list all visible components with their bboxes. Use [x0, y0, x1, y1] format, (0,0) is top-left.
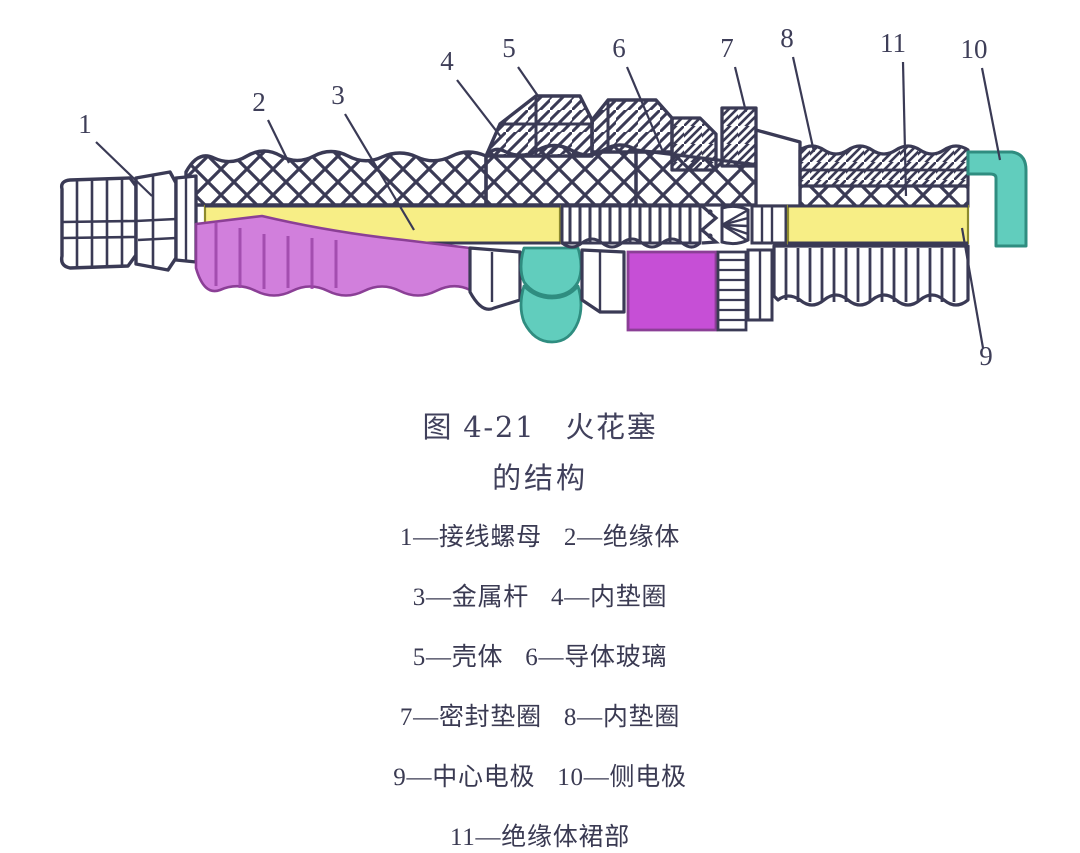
callout-number-5: 5	[502, 33, 516, 63]
callout-number-11: 11	[880, 28, 906, 58]
legend-row: 9—中心电极 10—侧电极	[0, 757, 1080, 793]
legend-row: 5—壳体 6—导体玻璃	[0, 637, 1080, 673]
legend-item-right: 4—内垫圈	[551, 584, 668, 611]
caption-figure-number: 4-21	[463, 410, 536, 444]
insulator-skirt-mid	[626, 248, 774, 332]
legend-item-left: 11—绝缘体裙部	[449, 824, 631, 851]
legend-row: 11—绝缘体裙部	[0, 817, 1080, 853]
legend-row: 3—金属杆 4—内垫圈	[0, 577, 1080, 613]
legend-item-right: 2—绝缘体	[563, 524, 681, 551]
spark-plug-svg: 1 2 3 4 5 6 7 8 11 10 9	[59, 23, 1028, 371]
side-electrode	[966, 150, 1028, 248]
callout-leader-9	[960, 227, 985, 349]
callout-leader-5	[517, 66, 539, 97]
callout-number-1: 1	[78, 109, 92, 139]
legend-item-right: 6—导体玻璃	[525, 644, 668, 671]
legend-item-right: 8—内垫圈	[563, 704, 681, 731]
caption-title-main: 火花塞	[565, 410, 658, 444]
shell-threads-top	[798, 144, 970, 188]
insulator-skirt-left	[194, 214, 472, 297]
caption-figure-label: 图	[422, 410, 454, 444]
caption-title-line-2: 的结构	[492, 461, 588, 495]
inner-contact-fan	[720, 204, 788, 246]
callout-group: 1 2 3 4 5 6 7 8 11 10 9	[78, 23, 1002, 371]
seal-gasket-teal	[519, 246, 583, 344]
callout-number-6: 6	[612, 33, 626, 63]
callout-number-3: 3	[331, 80, 345, 110]
legend-item-left: 7—密封垫圈	[399, 704, 542, 731]
callout-leader-4	[456, 79, 502, 138]
spark-plug-diagram: 1 2 3 4 5 6 7 8 11 10 9	[0, 0, 1080, 395]
callout-leader-10	[980, 67, 1002, 161]
terminal-nut	[59, 170, 198, 272]
figure-caption-block: 图 4-21 火花塞 的结构 1—接线螺母 2—绝缘体 3—金属杆 4—内垫圈 5—壳体 6—…	[0, 395, 1080, 852]
legend-row: 1—接线螺母 2—绝缘体	[0, 517, 1080, 553]
callout-leader-7	[733, 66, 748, 113]
callout-number-9: 9	[979, 341, 993, 371]
callout-leader-2	[267, 119, 290, 164]
callout-leader-11	[901, 61, 908, 197]
legend-item-left: 3—金属杆	[412, 584, 529, 611]
shell-threads-bottom	[772, 244, 970, 307]
legend-item-left: 1—接线螺母	[399, 524, 542, 551]
legend-item-left: 5—壳体	[412, 644, 504, 671]
legend-item-left: 9—中心电极	[393, 764, 536, 791]
callout-leader-6	[625, 66, 665, 153]
conductive-glass-coil	[560, 204, 720, 249]
legend-item-right: 10—侧电极	[557, 764, 687, 791]
center-electrode	[786, 204, 970, 245]
shell-lower-wall	[468, 246, 522, 311]
callout-leader-8	[791, 56, 816, 153]
legend-row: 7—密封垫圈 8—内垫圈	[0, 697, 1080, 733]
shell-wall-mid	[580, 248, 626, 314]
caption-title-line-1: 图 4-21 火花塞	[0, 413, 1080, 442]
callout-number-8: 8	[780, 23, 794, 53]
callout-leader-3	[344, 113, 415, 231]
legend-list: 1—接线螺母 2—绝缘体 3—金属杆 4—内垫圈 5—壳体 6—导体玻璃 7—密封垫圈 8—内…	[0, 517, 1080, 853]
callout-number-2: 2	[252, 87, 266, 117]
callout-number-10: 10	[961, 34, 988, 64]
callout-number-7: 7	[720, 33, 734, 63]
callout-number-4: 4	[440, 46, 454, 76]
callout-leader-1	[95, 141, 153, 197]
